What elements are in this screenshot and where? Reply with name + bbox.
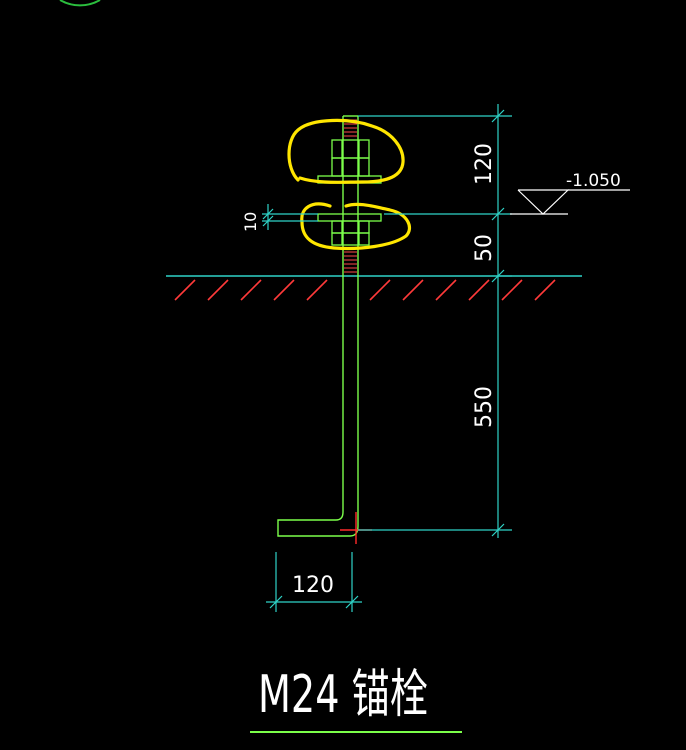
elevation-marker xyxy=(510,189,630,215)
right-dimension-chain xyxy=(358,104,512,538)
highlight-annotations xyxy=(287,118,412,251)
dim-label-50: 50 xyxy=(472,234,497,262)
lower-nut-assembly xyxy=(317,213,382,246)
small-left-dimension xyxy=(262,204,318,230)
ground-hatch xyxy=(174,279,556,301)
dim-label-hook-120: 120 xyxy=(292,573,334,598)
dim-label-10: 10 xyxy=(241,212,260,232)
drawing-title: M24 锚栓 xyxy=(258,665,428,725)
dim-label-top-120: 120 xyxy=(472,143,497,185)
partial-circle-marker xyxy=(59,0,101,7)
elevation-value: -1.050 xyxy=(566,171,621,191)
dim-label-550: 550 xyxy=(472,386,497,428)
hook-dimension xyxy=(266,552,362,612)
